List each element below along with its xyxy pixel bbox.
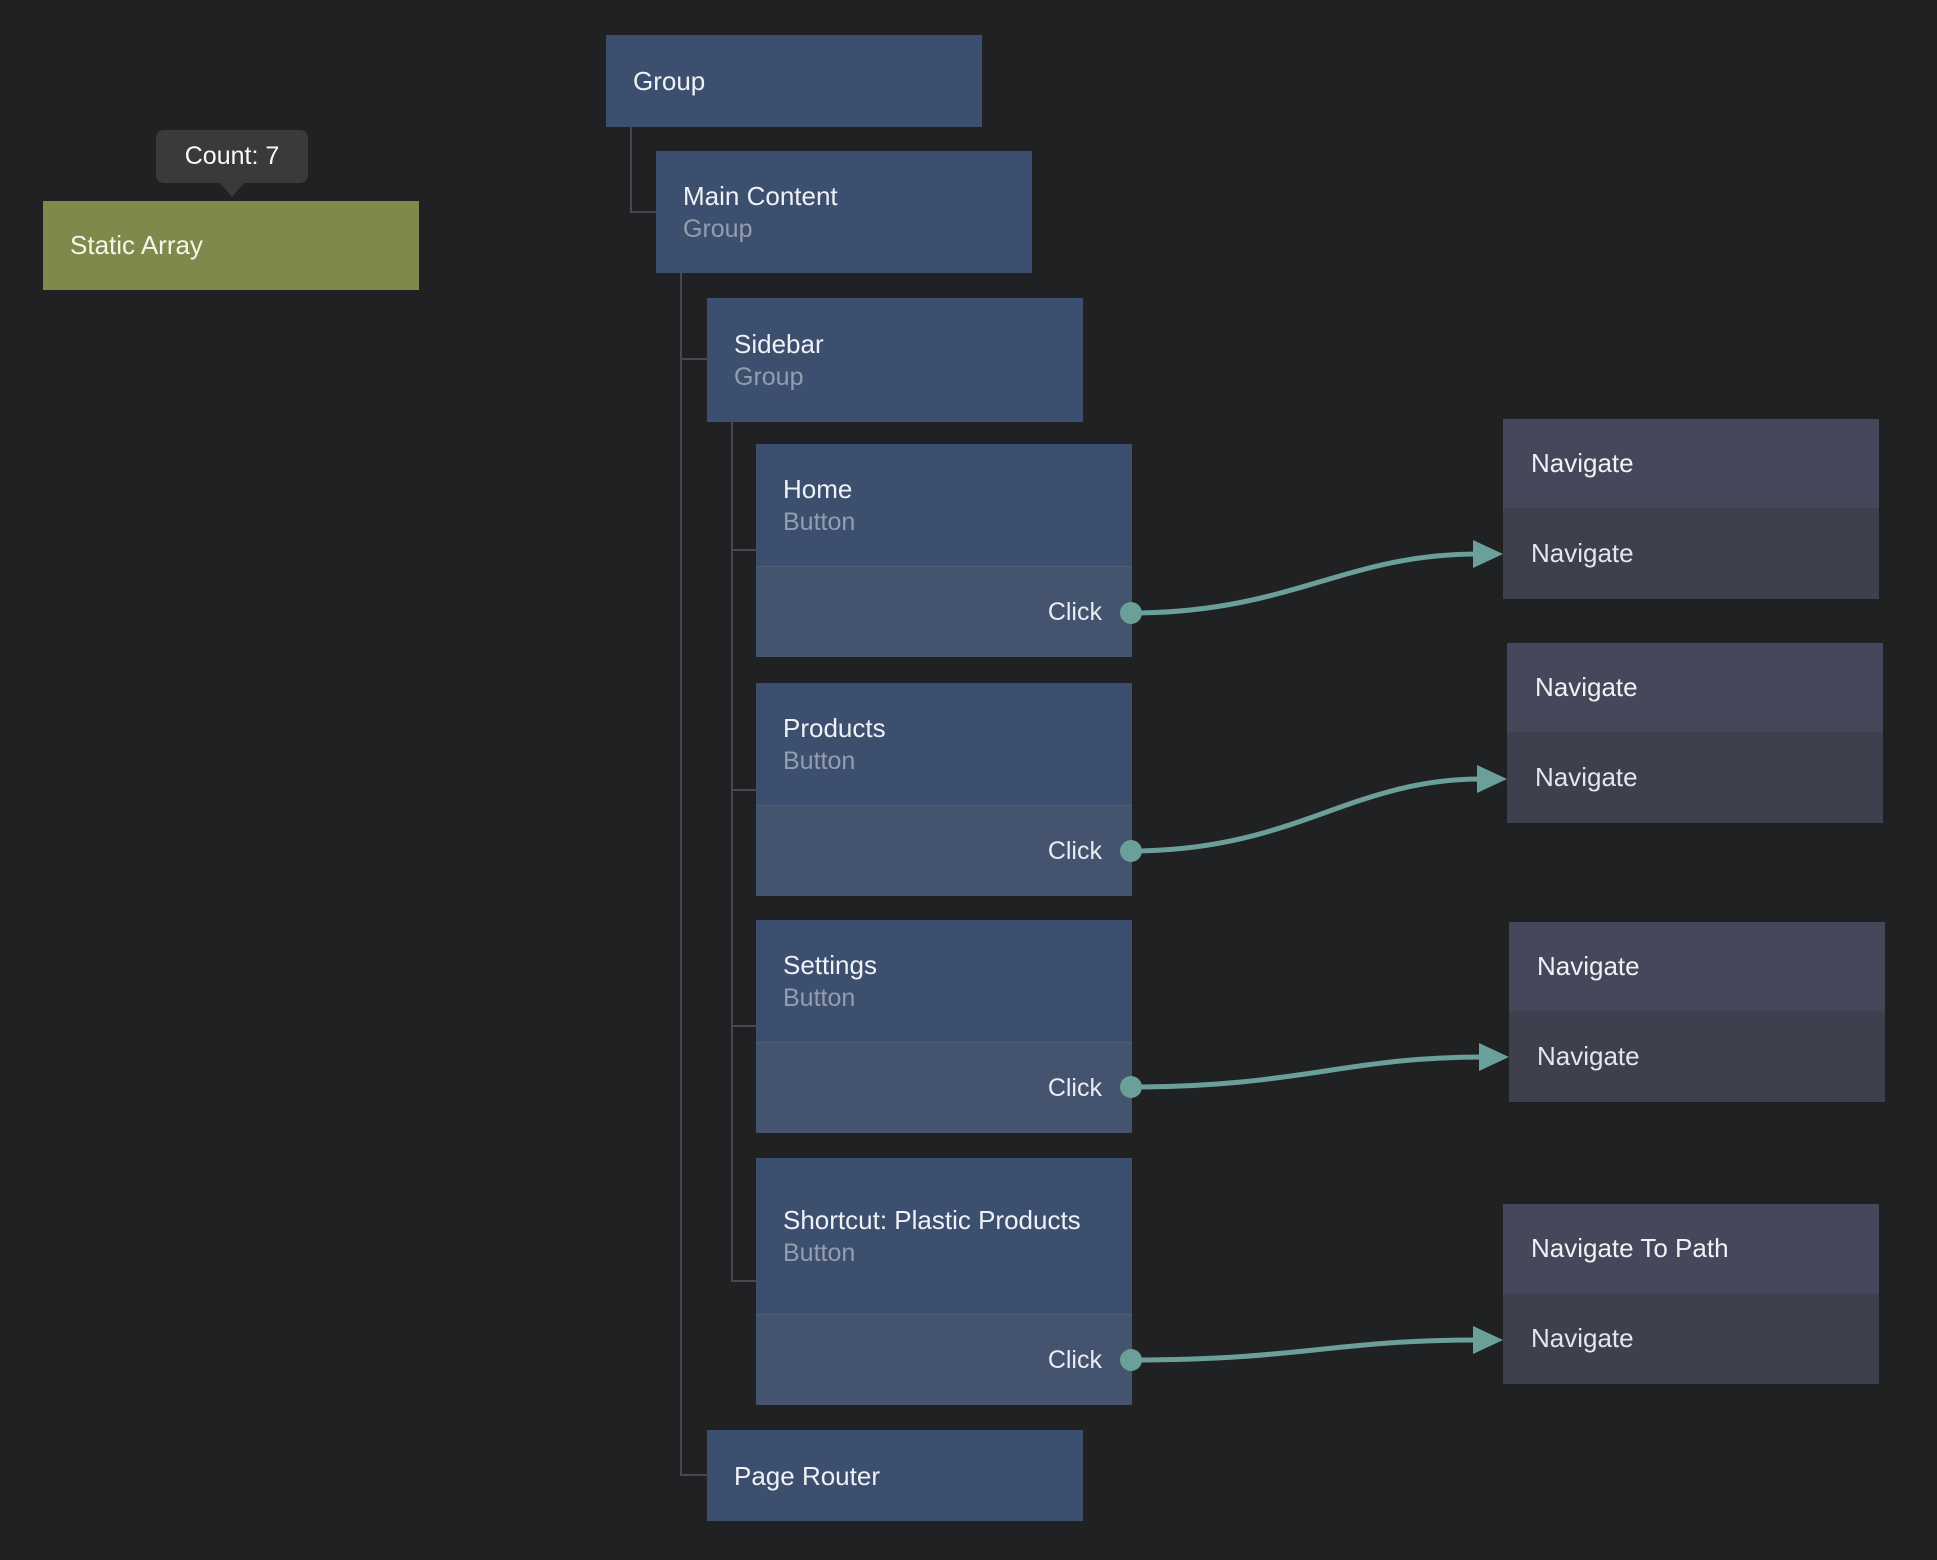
connector-maincontent-pagerouter [680, 273, 707, 1476]
input-port-row[interactable]: Navigate [1503, 508, 1879, 599]
input-port-row[interactable]: Navigate [1507, 732, 1883, 823]
input-port-label: Navigate [1537, 1041, 1640, 1071]
port-click-label: Click [1047, 1345, 1102, 1374]
tooltip-count: Count: 7 [156, 130, 308, 197]
port-click-label: Click [1047, 1073, 1102, 1102]
action-node-navigate-3[interactable]: Navigate Navigate [1509, 922, 1885, 1102]
node-subtitle: Button [783, 507, 856, 536]
edge-settings-click-navigate[interactable] [1130, 1054, 1484, 1090]
input-port-row[interactable]: Navigate [1509, 1011, 1885, 1102]
node-page-router[interactable]: Page Router [707, 1430, 1083, 1521]
node-title: Page Router [734, 1460, 880, 1491]
node-title: Sidebar [734, 328, 824, 359]
port-click-label: Click [1047, 836, 1102, 865]
action-node-navigate-to-path[interactable]: Navigate To Path Navigate [1503, 1204, 1879, 1384]
input-port-row[interactable]: Navigate [1503, 1293, 1879, 1384]
node-subtitle: Button [783, 1238, 856, 1267]
input-port-label: Navigate [1531, 1323, 1634, 1353]
node-subtitle: Button [783, 983, 856, 1012]
action-node-title: Navigate [1507, 643, 1883, 732]
input-arrow-navigate-3[interactable] [1479, 1043, 1509, 1071]
input-port-label: Navigate [1535, 762, 1638, 792]
action-node-navigate-1[interactable]: Navigate Navigate [1503, 419, 1879, 599]
port-row-click[interactable]: Click [756, 805, 1132, 896]
port-click-label: Click [1047, 597, 1102, 626]
node-settings-button[interactable]: Settings Button Click [756, 920, 1132, 1133]
port-row-click[interactable]: Click [756, 1042, 1132, 1133]
port-row-click[interactable]: Click [756, 1314, 1132, 1405]
action-node-title: Navigate To Path [1503, 1204, 1879, 1293]
node-title: Group [633, 66, 706, 96]
node-title: Home [783, 473, 853, 504]
node-products-button[interactable]: Products Button Click [756, 683, 1132, 896]
node-title: Settings [783, 949, 877, 980]
action-node-title: Navigate [1503, 419, 1879, 508]
tooltip-count-text: Count: 7 [184, 142, 280, 170]
input-port-label: Navigate [1531, 538, 1634, 568]
action-node-title: Navigate [1509, 922, 1885, 1011]
node-group[interactable]: Group [606, 35, 982, 127]
node-title: Products [783, 712, 886, 743]
port-row-click[interactable]: Click [756, 566, 1132, 657]
action-node-navigate-2[interactable]: Navigate Navigate [1507, 643, 1883, 823]
edge-home-click-navigate[interactable] [1130, 551, 1478, 616]
node-sidebar[interactable]: Sidebar Group [707, 298, 1083, 422]
node-subtitle: Group [683, 214, 753, 243]
tooltip-caret [220, 183, 244, 197]
node-main-content[interactable]: Main Content Group [656, 151, 1032, 273]
edge-products-click-navigate[interactable] [1130, 776, 1482, 854]
edge-shortcut-click-navigate[interactable] [1130, 1337, 1478, 1363]
node-title: Static Array [70, 230, 203, 260]
node-title: Main Content [683, 180, 838, 211]
input-arrow-navigate-to-path[interactable] [1473, 1326, 1503, 1354]
node-shortcut-button[interactable]: Shortcut: Plastic Products Button Click [756, 1158, 1132, 1405]
node-subtitle: Button [783, 746, 856, 775]
input-arrow-navigate-1[interactable] [1473, 540, 1503, 568]
node-subtitle: Group [734, 362, 804, 391]
connector-group-maincontent [630, 127, 656, 213]
node-title: Shortcut: Plastic Products [783, 1204, 1081, 1235]
connector-sidebar-shortcut [731, 422, 756, 1282]
node-home-button[interactable]: Home Button Click [756, 444, 1132, 657]
node-static-array[interactable]: Static Array [43, 201, 419, 290]
input-arrow-navigate-2[interactable] [1477, 765, 1507, 793]
